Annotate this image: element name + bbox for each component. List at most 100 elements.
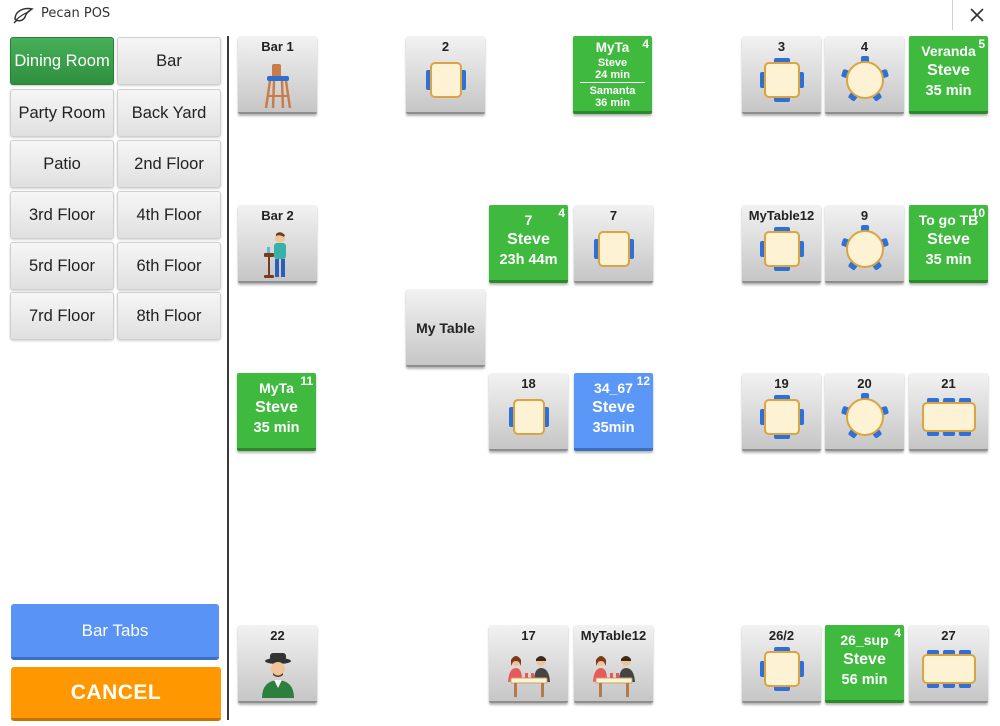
server-name: Steve [597,57,628,69]
table-4[interactable]: 4 [825,36,904,114]
room-dining-room[interactable]: Dining Room [10,37,114,85]
room-6th-floor[interactable]: 6th Floor [117,242,221,290]
room-back-yard[interactable]: Back Yard [117,89,221,137]
square-table-icon [425,62,466,98]
table-myta-11[interactable]: MyTa 11 Steve 35 min [237,373,316,451]
long-table-icon [921,398,976,436]
table-mytable12-dining[interactable]: MyTable12 [574,625,653,703]
elapsed-time: 35 min [925,252,972,268]
table-21[interactable]: 21 [909,373,988,451]
table-name: 3 [777,39,786,54]
guest-count-badge: 4 [642,37,649,51]
server-name: Samanta [589,85,636,97]
server-name: Steve [255,399,298,416]
server-name: Steve [927,231,970,248]
table-name: Veranda [921,43,976,59]
square-table-icon [759,58,804,102]
square-table-icon [508,399,549,435]
table-name: 22 [270,628,285,643]
table-7-occupied[interactable]: 7 4 Steve 23h 44m [489,205,568,283]
guest-count-badge: 11 [300,374,313,388]
table-to-go-tb[interactable]: To go TB 10 Steve 35 min [909,205,988,283]
square-table-icon [759,395,804,439]
table-name: 21 [941,376,956,391]
guest-count-badge: 10 [971,206,985,220]
square-table-icon [759,647,804,691]
table-7[interactable]: 7 [574,205,653,283]
square-table-icon [759,227,804,271]
table-name: 4 [860,39,869,54]
table-26-sup[interactable]: 26_sup 4 Steve 56 min [825,625,904,703]
guest-count-badge: 4 [558,206,565,220]
elapsed-time: 56 min [841,672,888,688]
table-9[interactable]: 9 [825,205,904,283]
bar-stool-icon [264,64,291,109]
table-name: MyTable12 [748,208,815,223]
room-patio[interactable]: Patio [10,140,114,188]
table-18[interactable]: 18 [489,373,568,451]
elapsed-time: 35 min [253,420,300,436]
table-name: 2 [441,39,450,54]
table-name: 34_67 [594,380,633,396]
split-divider [580,82,645,83]
dining-couple-icon [507,656,550,697]
room-4th-floor[interactable]: 4th Floor [117,191,221,239]
table-bar-1[interactable]: Bar 1 [238,36,317,114]
elapsed-time: 24 min [595,69,630,81]
round-table-icon [840,225,889,270]
server-name: Steve [592,399,635,416]
room-3rd-floor[interactable]: 3rd Floor [10,191,114,239]
room-5rd-floor[interactable]: 5rd Floor [10,242,114,290]
guest-count-badge: 4 [894,626,901,640]
table-my-table[interactable]: My Table [406,289,485,367]
table-19[interactable]: 19 [742,373,821,451]
table-name: 26/2 [768,628,795,643]
room-bar[interactable]: Bar [117,37,221,85]
table-17[interactable]: 17 [489,625,568,703]
room-7rd-floor[interactable]: 7rd Floor [10,292,114,340]
bar-tabs-button[interactable]: Bar Tabs [11,604,219,660]
table-bar-2[interactable]: Bar 2 [238,205,317,283]
table-name: 19 [774,376,789,391]
table-name: MyTa [595,40,630,55]
dining-couple-icon [592,656,635,697]
table-3[interactable]: 3 [742,36,821,114]
round-table-icon [840,393,889,438]
room-party-room[interactable]: Party Room [10,89,114,137]
guest-count-badge: 12 [636,374,650,388]
table-27[interactable]: 27 [909,625,988,703]
table-name: My Table [416,320,475,336]
pecan-logo-icon [13,7,34,24]
table-name: 26_sup [840,632,889,648]
elapsed-time: 35 min [925,83,972,99]
room-2nd-floor[interactable]: 2nd Floor [117,140,221,188]
close-button[interactable] [952,0,1000,30]
room-8th-floor[interactable]: 8th Floor [117,292,221,340]
server-name: Steve [843,651,886,668]
table-name: Bar 2 [261,208,294,223]
table-name: 18 [521,376,536,391]
table-name: MyTable12 [580,628,647,643]
table-name: 7 [524,212,533,228]
table-mytable12[interactable]: MyTable12 [742,205,821,283]
square-table-icon [593,231,634,267]
table-veranda[interactable]: Veranda 5 Steve 35 min [909,36,988,114]
table-34-67[interactable]: 34_67 12 Steve 35min [574,373,653,451]
table-26-2[interactable]: 26/2 [742,625,821,703]
table-name: MyTa [259,380,294,396]
bar-patron-icon [263,232,286,278]
host-person-icon [261,653,294,698]
table-20[interactable]: 20 [825,373,904,451]
table-name: 27 [941,628,956,643]
table-2[interactable]: 2 [406,36,485,114]
elapsed-time: 23h 44m [499,252,558,268]
server-name: Steve [927,62,970,79]
cancel-button[interactable]: CANCEL [11,667,221,721]
table-22[interactable]: 22 [238,625,317,703]
elapsed-time: 35min [592,420,635,436]
table-name: 20 [857,376,872,391]
elapsed-time: 36 min [595,97,630,109]
app-title: Pecan POS [41,6,111,21]
table-myta-split[interactable]: MyTa 4 Steve 24 min Samanta 36 min [573,36,652,114]
